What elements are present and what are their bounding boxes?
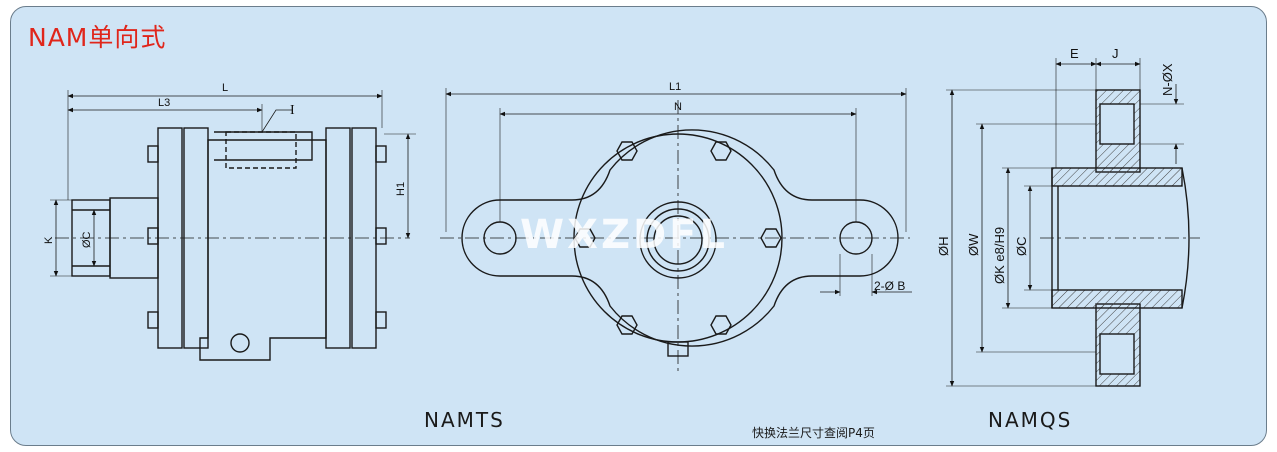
flange-note: 快换法兰尺寸查阅P4页 (752, 426, 875, 440)
dim-I: I (290, 103, 295, 118)
dim-B: 2-Ø B (874, 279, 905, 293)
dim-C-left: ØC (81, 231, 93, 248)
page-title: NAM单向式 (28, 23, 167, 52)
caption-namqs: NAMQS (988, 408, 1073, 432)
dim-L: L (222, 82, 228, 94)
dim-W: ØW (966, 233, 981, 256)
dim-E: E (1070, 46, 1079, 61)
dim-L3: L3 (158, 97, 170, 109)
dim-C-right: ØC (1014, 237, 1029, 257)
caption-namts: NAMTS (424, 408, 505, 432)
middle-view (440, 88, 912, 372)
dim-H1: H1 (395, 182, 407, 196)
left-view (50, 90, 416, 361)
dim-NX: N-ØX (1160, 63, 1175, 96)
watermark: WXZDFL (520, 212, 728, 258)
dim-N: N (674, 101, 682, 113)
right-view (946, 58, 1200, 387)
dim-L1: L1 (669, 81, 681, 93)
dim-J: J (1112, 46, 1119, 61)
dim-K: K (43, 236, 55, 244)
dim-K2: ØK e8/H9 (992, 227, 1007, 284)
dim-H: ØH (936, 237, 951, 257)
